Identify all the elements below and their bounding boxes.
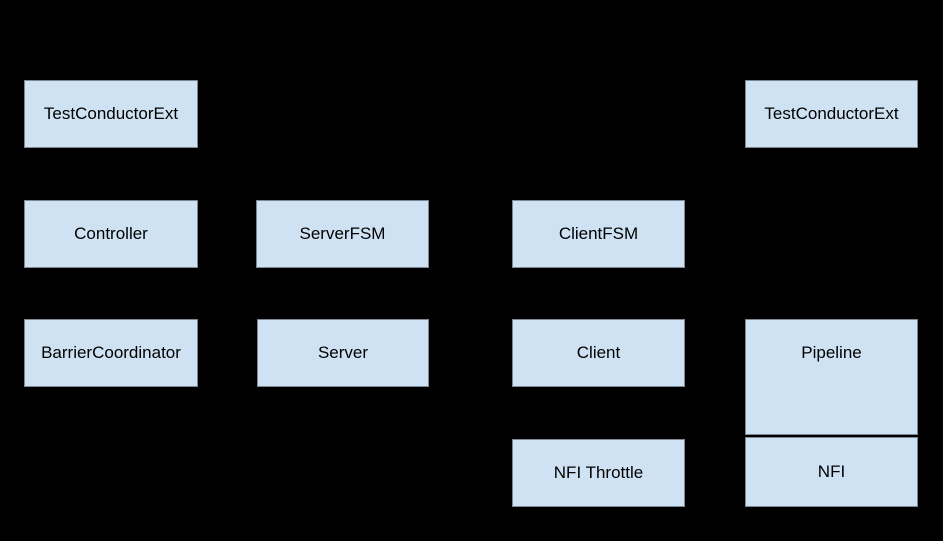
node-pipeline: Pipeline [744, 318, 919, 436]
node-testconductorext-right: TestConductorExt [744, 79, 919, 149]
node-serverfsm: ServerFSM [255, 199, 430, 269]
node-nfi-throttle: NFI Throttle [511, 438, 686, 508]
node-barriercoordinator: BarrierCoordinator [23, 318, 199, 388]
node-server: Server [256, 318, 430, 388]
node-client: Client [511, 318, 686, 388]
node-nfi: NFI [744, 436, 919, 508]
node-testconductorext-left: TestConductorExt [23, 79, 199, 149]
node-clientfsm: ClientFSM [511, 199, 686, 269]
node-controller: Controller [23, 199, 199, 269]
